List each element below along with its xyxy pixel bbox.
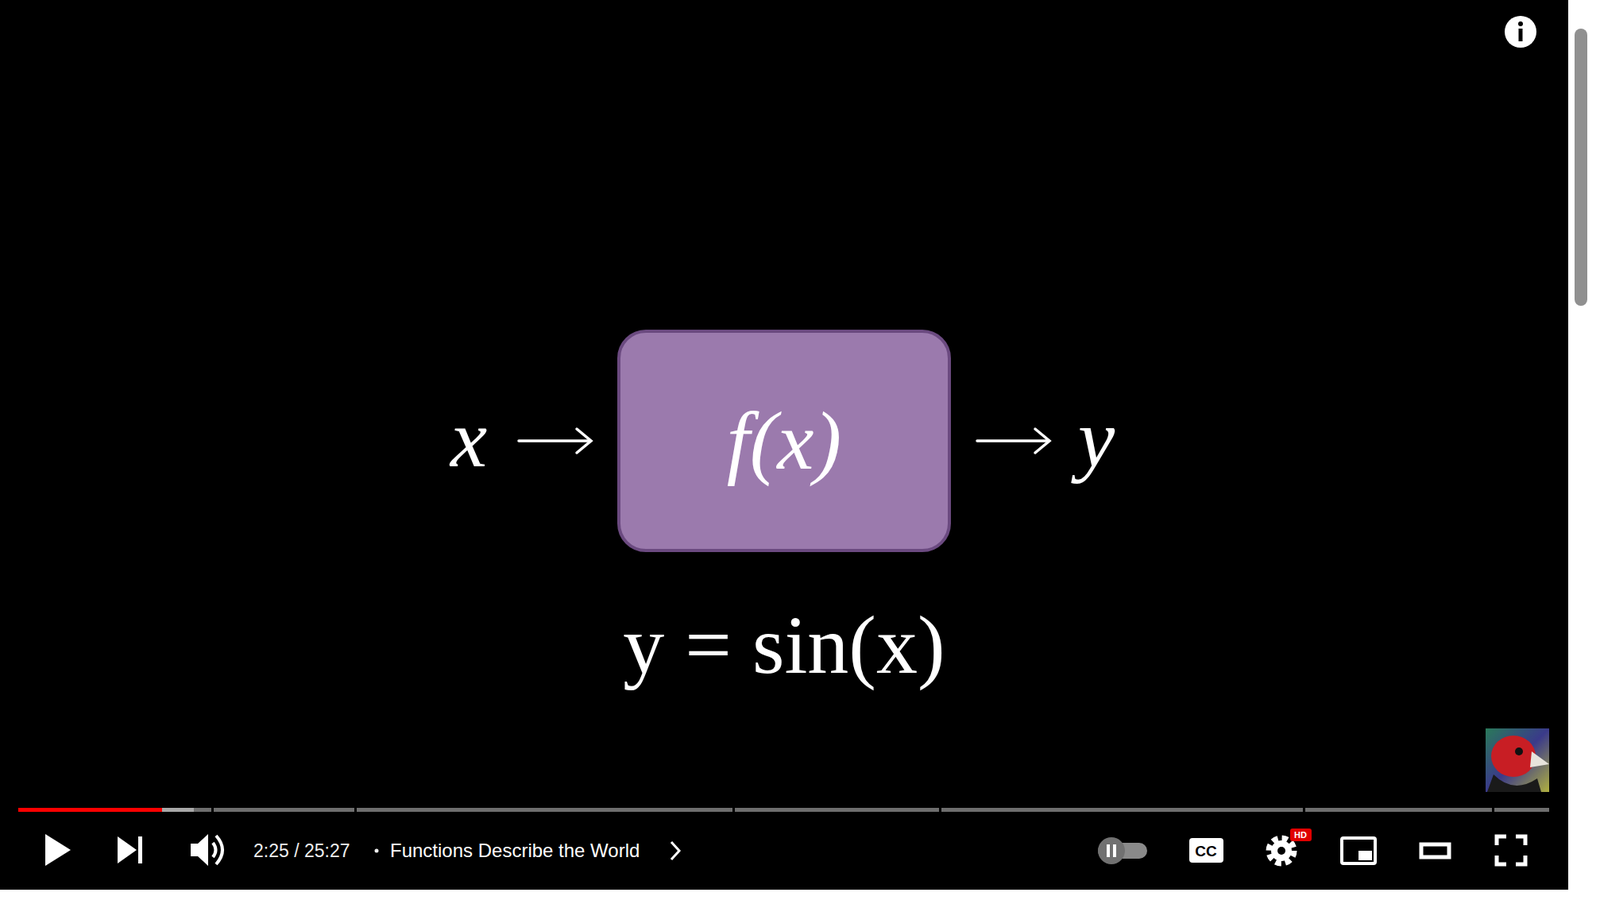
autoplay-toggle [1097, 837, 1148, 865]
volume-icon [190, 834, 223, 866]
settings-icon [1269, 838, 1294, 863]
scrollbar-track [1568, 0, 1600, 900]
chevron-icon [671, 842, 680, 860]
time-display: 2:25 / 25:27 [253, 842, 351, 861]
info-icon [1504, 15, 1537, 48]
next-icon [117, 836, 143, 864]
play-icon [45, 834, 71, 866]
miniplayer-icon [1341, 838, 1376, 864]
video-frame [0, 0, 1569, 890]
scrollbar-thumb [1574, 28, 1588, 306]
captions-icon [1189, 838, 1224, 863]
function-box: f(x) [617, 329, 951, 553]
separator-dot [374, 849, 379, 854]
output-variable: y [1078, 397, 1115, 480]
theater-icon [1421, 844, 1450, 858]
fullscreen-icon [1496, 836, 1526, 865]
hd-text: HD [1294, 830, 1307, 840]
captions-text: CC [1194, 843, 1217, 859]
chapter-title: Functions Describe the World [390, 841, 640, 861]
function-label: f(x) [726, 399, 842, 483]
progress-bar [18, 807, 1550, 812]
input-variable: x [450, 397, 487, 480]
channel-thumbnail [1485, 728, 1550, 793]
equation: y = sin(x) [622, 603, 945, 687]
hd-badge [1290, 828, 1312, 842]
